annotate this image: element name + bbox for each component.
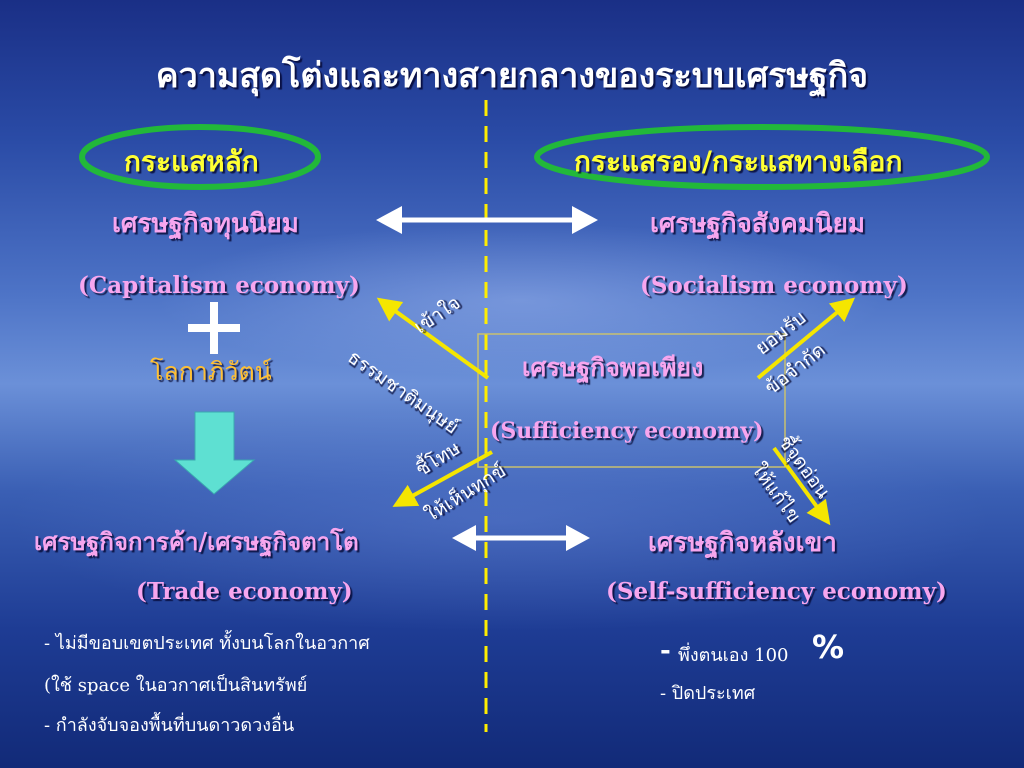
self-sufficiency-en: (Self-sufficiency economy) [606, 578, 947, 605]
double-arrow-icon [376, 206, 598, 234]
sufficiency-thai: เศรษฐกิจพอเพียง [522, 353, 704, 382]
trade-note-3: - กำลังจับจองพื้นที่บนดาวดวงอื่น [44, 715, 295, 736]
arrow-to-trade [392, 450, 493, 507]
down-arrow-icon [173, 411, 256, 495]
socialism-en: (Socialism economy) [640, 272, 908, 299]
trade-note-2: (ใช้ space ในอวกาศเป็นสินทรัพย์ [44, 675, 308, 696]
trade-note-1: - ไม่มีขอบเขตประเทศ ทั้งบนโลกในอวกาศ [44, 633, 370, 654]
self-note-closed: - ปิดประเทศ [660, 683, 756, 704]
mainstream-ellipse [79, 124, 321, 190]
self-sufficiency-thai: เศรษฐกิจหลังเขา [648, 528, 837, 558]
self-note-percent: % [812, 628, 845, 666]
mainstream-label: กระแสหลัก [124, 145, 259, 178]
self-note-dash: - [660, 636, 671, 666]
globalization-label: โลกาภิวัตน์ [150, 357, 272, 386]
trade-thai: เศรษฐกิจการค้า/เศรษฐกิจตาโต [34, 527, 359, 556]
double-arrow-icon [452, 525, 590, 551]
arrow-to-capitalism [376, 297, 490, 380]
trade-en: (Trade economy) [136, 578, 353, 605]
capitalism-thai: เศรษฐกิจทุนนิยม [112, 209, 299, 239]
arrow-to-self-sufficiency [772, 446, 831, 526]
sufficiency-box [477, 333, 786, 468]
sufficiency-en: (Sufficiency economy) [490, 418, 764, 444]
self-note-reliance: พึ่งตนเอง 100 [678, 645, 789, 666]
arrow-to-socialism [756, 297, 856, 380]
capitalism-en: (Capitalism economy) [78, 272, 360, 299]
socialism-thai: เศรษฐกิจสังคมนิยม [650, 209, 866, 239]
plus-icon [188, 302, 240, 354]
slide-title: ความสุดโต่งและทางสายกลางของระบบเศรษฐกิจ [155, 56, 869, 96]
alternative-ellipse [534, 124, 990, 190]
alternative-label: กระแสรอง/กระแสทางเลือก [574, 145, 903, 178]
